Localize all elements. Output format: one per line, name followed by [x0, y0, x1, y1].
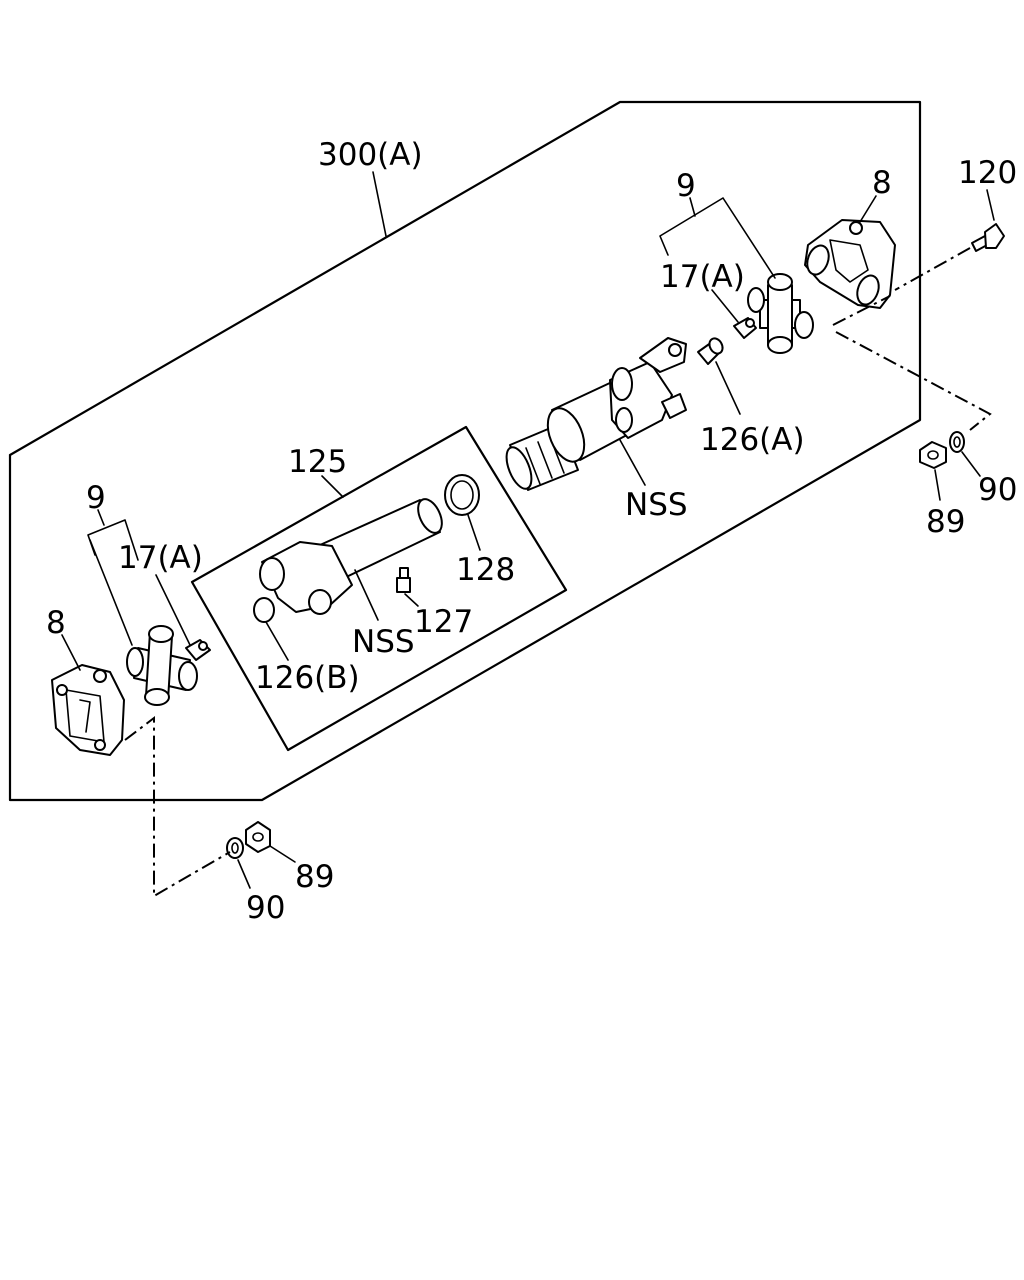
label-9-left: 9 — [86, 480, 106, 516]
flange-left-leader — [61, 634, 81, 671]
label-90-left: 90 — [246, 890, 285, 926]
u-joint-left-leader — [97, 509, 105, 526]
plug-126a — [697, 337, 724, 365]
nut-right — [919, 441, 947, 469]
tube-assembly-leader — [321, 475, 344, 498]
bolt-axis — [894, 247, 971, 291]
label-90-right: 90 — [978, 472, 1017, 508]
slip-yoke-shaft — [505, 337, 687, 491]
ring-128-leader — [467, 514, 481, 551]
right-fastener-axis — [832, 295, 891, 326]
ring-128 — [444, 474, 480, 516]
washer-right — [949, 431, 965, 453]
label-128: 128 — [456, 552, 515, 588]
u-joint-right-bracket — [659, 197, 776, 279]
nut-left — [245, 821, 271, 853]
label-8-right: 8 — [872, 165, 892, 201]
washer-right-leader — [961, 451, 981, 477]
label-8-left: 8 — [46, 605, 66, 641]
bolt — [971, 223, 1005, 252]
label-300a: 300(A) — [318, 137, 423, 173]
nut-left-leader — [269, 845, 296, 863]
tube-yoke — [259, 498, 443, 615]
grease-fitting-left — [185, 639, 211, 661]
assembly-leader — [372, 171, 387, 237]
label-127: 127 — [414, 604, 473, 640]
washer-left — [226, 837, 244, 859]
label-nss-tube: NSS — [352, 624, 415, 660]
yoke-nss-leader — [619, 439, 646, 486]
label-17a-right: 17(A) — [660, 259, 745, 295]
tube-assembly-boundary — [190, 425, 568, 752]
u-joint-right-leader — [689, 197, 696, 217]
plug-126b — [253, 597, 275, 623]
label-89-left: 89 — [295, 859, 334, 895]
label-9-right: 9 — [676, 168, 696, 204]
grease-fitting-127-leader — [404, 593, 419, 607]
flange-right — [804, 219, 896, 309]
bolt-leader — [986, 189, 995, 221]
grease-fitting-right — [733, 317, 757, 339]
right-fastener-path — [835, 331, 992, 431]
label-89-right: 89 — [926, 504, 965, 540]
label-126b: 126(B) — [255, 660, 360, 696]
label-17a-left: 17(A) — [118, 540, 203, 576]
label-120: 120 — [958, 155, 1017, 191]
flange-right-leader — [859, 195, 877, 223]
nut-right-leader — [934, 469, 941, 501]
tube-nss-leader — [354, 569, 379, 621]
u-joint-left-inner-leader — [89, 539, 133, 646]
left-fastener-path — [124, 715, 231, 898]
u-joint-spider-left — [126, 625, 198, 706]
label-nss-yoke: NSS — [625, 487, 688, 523]
flange-left — [51, 664, 125, 756]
assembly-boundary — [8, 100, 922, 802]
washer-left-leader — [237, 859, 251, 889]
label-125: 125 — [288, 444, 347, 480]
label-126a: 126(A) — [700, 422, 805, 458]
grease-fitting-right-leader — [711, 289, 739, 323]
u-joint-spider-right — [747, 273, 814, 354]
plug-126a-leader — [715, 361, 741, 415]
grease-fitting-left-leader — [155, 574, 191, 646]
plug-126b-leader — [265, 621, 289, 661]
grease-fitting-127 — [396, 567, 411, 593]
